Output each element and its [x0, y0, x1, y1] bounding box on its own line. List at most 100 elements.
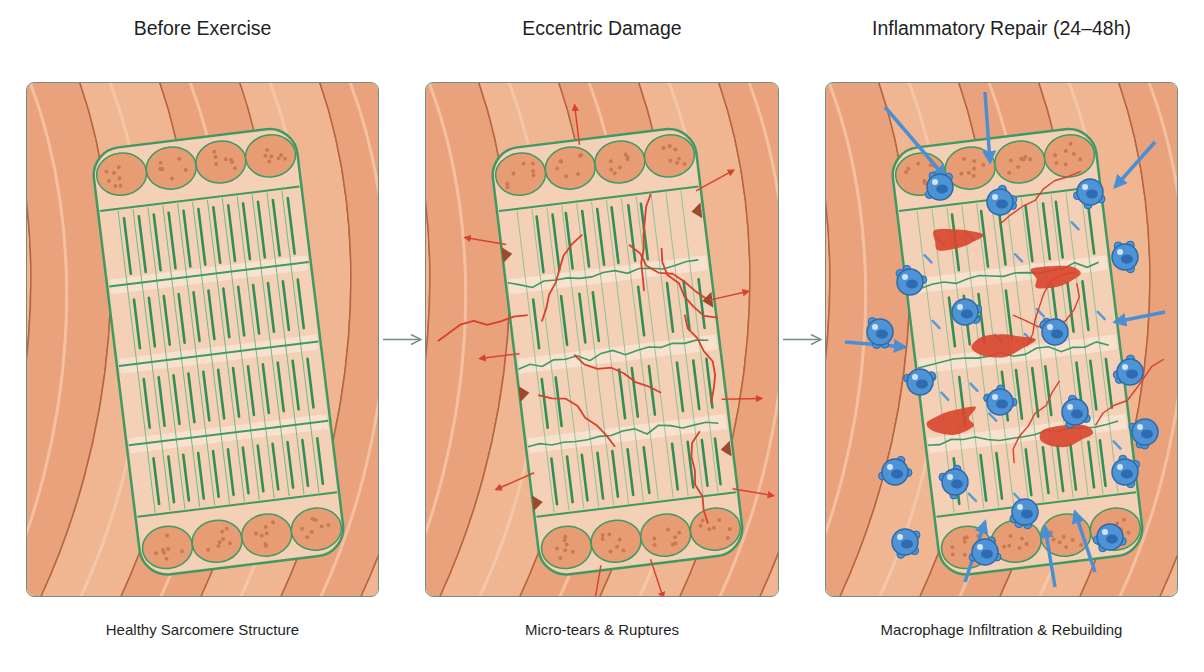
- filament-dot: [313, 518, 317, 522]
- filament-dot: [1024, 541, 1028, 545]
- myosin-segment: [184, 211, 191, 267]
- macrophage: [879, 456, 912, 485]
- myosin-segment: [183, 455, 189, 501]
- filament-dot: [677, 530, 681, 534]
- filament-dot: [1028, 157, 1032, 161]
- filament-dot: [224, 157, 228, 161]
- filament-dot: [615, 545, 619, 549]
- myosin-segment: [619, 370, 625, 419]
- myosin-segment: [649, 366, 655, 415]
- filament-dot: [1053, 153, 1057, 157]
- fragment-rod: [1098, 311, 1105, 320]
- filament-dot: [165, 533, 169, 537]
- cell-nucleus: [936, 185, 948, 194]
- filament-dot: [618, 165, 622, 169]
- cell-nucleus: [996, 200, 1008, 209]
- cell-body: [1112, 244, 1138, 270]
- cell-nucleus: [951, 480, 963, 489]
- fiber-divider: [137, 492, 337, 516]
- filament-dot: [667, 144, 671, 148]
- actin-line: [592, 202, 629, 504]
- cell-highlight: [957, 304, 963, 310]
- filament-dot: [228, 541, 232, 545]
- cell-body: [1132, 419, 1158, 445]
- panel-art: [426, 83, 778, 596]
- filament-dot: [158, 161, 162, 165]
- cell-body: [987, 389, 1013, 415]
- filament-dot: [981, 163, 985, 167]
- myosin-segment: [566, 213, 573, 269]
- force-arrow: [575, 105, 580, 145]
- cell-nucleus: [1141, 430, 1153, 439]
- cell-nucleus: [901, 540, 913, 549]
- cell-body: [1062, 399, 1088, 425]
- filament-dot: [559, 160, 563, 164]
- filament-dot: [673, 535, 677, 539]
- myosin-segment: [317, 438, 323, 484]
- myofibril-section: [239, 511, 294, 559]
- filament-dot: [600, 537, 604, 541]
- myosin-segment: [213, 207, 220, 263]
- z-line: [129, 421, 329, 445]
- myosin-segment: [238, 287, 244, 336]
- myosin-segment: [1070, 444, 1076, 490]
- myosin-segment: [154, 458, 160, 504]
- cell-nucleus: [876, 330, 888, 339]
- myosin-segment: [699, 279, 705, 328]
- myosin-segment: [194, 292, 200, 341]
- filament-dot: [563, 535, 567, 539]
- filament-dot: [164, 556, 168, 560]
- filament-dot: [225, 527, 229, 531]
- myosin-segment: [243, 204, 250, 260]
- filament-dot: [217, 540, 221, 544]
- filament-dot: [531, 169, 535, 173]
- filament-dot: [505, 185, 509, 189]
- filament-dot: [726, 536, 730, 540]
- myosin-segment: [593, 292, 599, 341]
- filament-dot: [1007, 170, 1011, 174]
- myosin-segment: [1056, 202, 1063, 258]
- edge-notch: [518, 385, 530, 402]
- filament-dot: [212, 149, 216, 153]
- panel: Eccentric DamageMicro-tears & Ruptures: [425, 12, 779, 643]
- filament-dot: [698, 523, 702, 527]
- filament-dot: [254, 531, 258, 535]
- myosin-segment: [283, 281, 289, 330]
- cell-body: [882, 459, 908, 485]
- myofibril-section: [194, 138, 249, 186]
- myosin-segment: [667, 283, 673, 332]
- myosin-segment: [582, 211, 589, 267]
- z-line: [508, 259, 700, 290]
- filament-dot: [117, 176, 121, 180]
- myosin-segment: [981, 211, 988, 267]
- fragment-rod: [1114, 441, 1121, 450]
- band-highlight: [27, 83, 67, 596]
- filament-dot: [1064, 149, 1068, 153]
- micro-tear: [1089, 359, 1171, 425]
- myosin-segment: [233, 368, 239, 417]
- myofibril-section: [993, 138, 1048, 186]
- filament-dot: [1061, 535, 1065, 539]
- force-arrow: [589, 565, 606, 596]
- myosin-segment: [561, 296, 567, 345]
- force-arrow: [694, 170, 736, 191]
- filament-dot: [668, 159, 672, 163]
- filament-dot: [613, 171, 617, 175]
- fragment-rod: [971, 383, 978, 392]
- myosin-segment: [1106, 359, 1112, 408]
- myosin-segment: [1100, 440, 1106, 486]
- myosin-segment: [537, 217, 544, 273]
- filament-dot: [1009, 158, 1013, 162]
- filament-dot: [269, 154, 273, 158]
- myosin-segment: [159, 377, 165, 426]
- micro-tear: [574, 345, 661, 403]
- filament-dot: [1057, 540, 1061, 544]
- filament-dot: [661, 146, 665, 150]
- myosin-segment: [258, 446, 264, 492]
- filament-dot: [971, 174, 975, 178]
- macrophage: [896, 265, 927, 295]
- filament-dot: [677, 157, 681, 161]
- myosin-segment: [198, 453, 204, 499]
- myosin-segment: [149, 298, 155, 347]
